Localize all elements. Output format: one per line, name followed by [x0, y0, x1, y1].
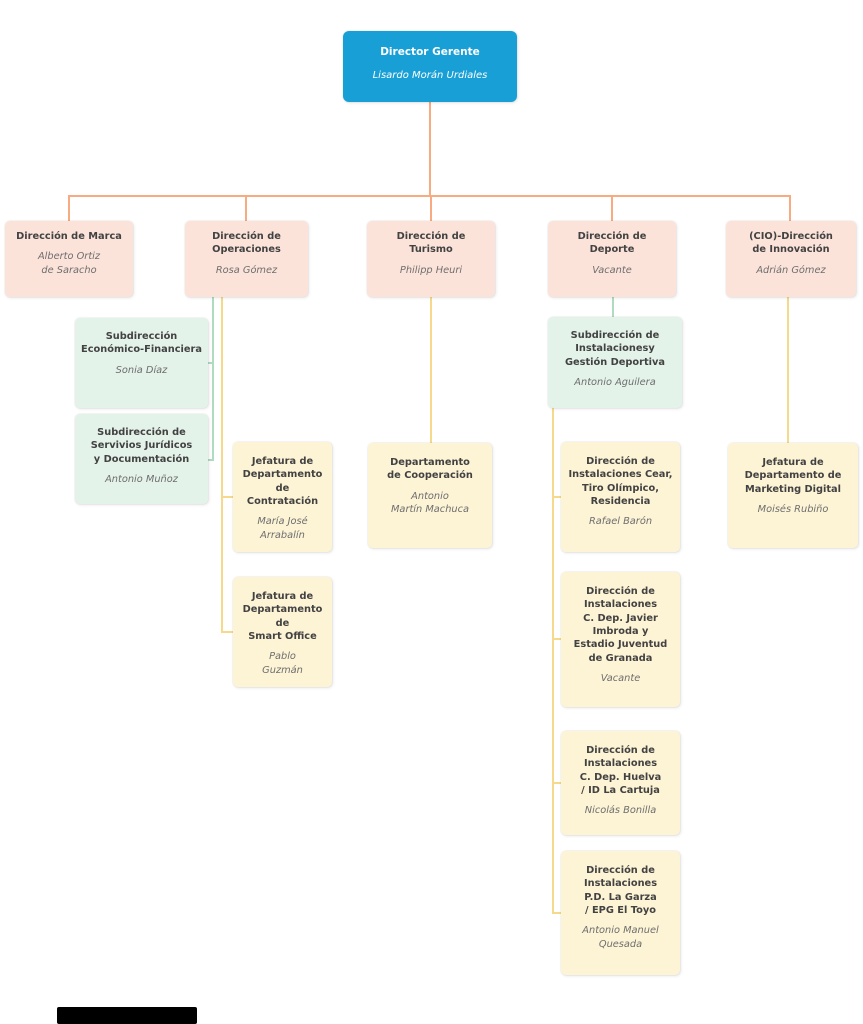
connector-stub-cear — [552, 496, 562, 498]
node-person: Moisés Rubiño — [757, 503, 829, 515]
node-title: Dirección de Turismo — [396, 231, 466, 256]
connector-drop-deporte — [611, 195, 613, 222]
org-node-instalaciones-huelva[interactable]: Dirección de Instalaciones C. Dep. Huelv… — [561, 731, 680, 835]
node-person: Antonio Muñoz — [105, 473, 178, 485]
node-person: Vacante — [592, 264, 632, 276]
node-person: Antonio Martín Machuca — [390, 490, 470, 515]
node-person: Sonia Díaz — [115, 364, 168, 376]
connector-stub-huelva — [552, 782, 562, 784]
node-person: Alberto Ortiz de Saracho — [37, 251, 101, 276]
node-title: (CIO)-Dirección de Innovación — [749, 231, 833, 256]
org-node-direccion-marca[interactable]: Dirección de Marca Alberto Ortiz de Sara… — [5, 221, 133, 297]
org-node-direccion-turismo[interactable]: Dirección de Turismo Philipp Heuri — [367, 221, 495, 297]
node-person: Philipp Heuri — [399, 264, 463, 276]
connector-drop-turismo — [430, 195, 432, 222]
node-title: Jefatura de Departamento de Smart Office — [242, 591, 323, 642]
node-person: Pablo Guzmán — [262, 651, 303, 676]
connector-operaciones-green-trunk — [212, 297, 214, 461]
org-node-director-gerente[interactable]: Director Gerente Lisardo Morán Urdiales — [343, 31, 517, 102]
node-person: Vacante — [600, 672, 641, 684]
org-node-direccion-operaciones[interactable]: Dirección de Operaciones Rosa Gómez — [185, 221, 308, 297]
org-node-jefatura-contratacion[interactable]: Jefatura de Departamento de Contratación… — [233, 442, 332, 552]
org-node-departamento-cooperacion[interactable]: Departamento de Cooperación Antonio Mart… — [368, 443, 492, 548]
org-node-subdireccion-instalaciones[interactable]: Subdirección de Instalacionesy Gestión D… — [548, 317, 682, 408]
node-title: Dirección de Instalaciones C. Dep. Huelv… — [579, 745, 662, 796]
node-title: Subdirección de Instalacionesy Gestión D… — [564, 330, 666, 368]
org-node-instalaciones-imbroda[interactable]: Dirección de Instalaciones C. Dep. Javie… — [561, 572, 680, 707]
org-node-jefatura-marketing-digital[interactable]: Jefatura de Departamento de Marketing Di… — [728, 443, 858, 548]
node-person: Antonio Aguilera — [574, 376, 656, 388]
connector-stub-sub-juridicos — [206, 459, 214, 461]
connector-stub-smartoffice — [221, 631, 233, 633]
connector-stub-garza — [552, 912, 562, 914]
node-person: Nicolás Bonilla — [584, 805, 657, 817]
connector-deporte-yellow-trunk — [552, 407, 554, 914]
connector-turismo-drop — [430, 297, 432, 443]
node-title: Departamento de Cooperación — [387, 457, 473, 482]
connector-innovacion-drop — [787, 297, 789, 443]
node-title: Dirección de Instalaciones Cear, Tiro Ol… — [568, 456, 673, 507]
connector-operaciones-yellow-trunk — [221, 297, 223, 632]
connector-deporte-green-drop — [612, 297, 614, 317]
node-person: María José Arrabalín — [257, 516, 308, 541]
org-node-direccion-innovacion[interactable]: (CIO)-Dirección de Innovación Adrián Góm… — [726, 221, 856, 297]
connector-level2-horizontal — [68, 195, 791, 197]
connector-stub-imbroda — [552, 638, 562, 640]
node-person: Rosa Gómez — [215, 264, 278, 276]
org-node-instalaciones-cear[interactable]: Dirección de Instalaciones Cear, Tiro Ol… — [561, 442, 680, 552]
node-person: Adrián Gómez — [756, 264, 826, 276]
node-title: Dirección de Marca — [16, 231, 122, 242]
org-node-direccion-deporte[interactable]: Dirección de Deporte Vacante — [548, 221, 676, 297]
node-person: Antonio Manuel Quesada — [582, 925, 659, 950]
node-person: Lisardo Morán Urdiales — [372, 70, 488, 82]
node-title: Jefatura de Departamento de Marketing Di… — [744, 457, 842, 495]
node-title: Subdirección Económico-Financiera — [81, 331, 202, 356]
node-title: Dirección de Deporte — [577, 231, 647, 256]
node-title: Dirección de Instalaciones C. Dep. Javie… — [573, 586, 668, 664]
node-person: Rafael Barón — [588, 516, 653, 528]
node-title: Dirección de Instalaciones P.D. La Garza… — [583, 865, 658, 916]
connector-stub-sub-economico — [206, 362, 214, 364]
connector-stub-contratacion — [221, 496, 233, 498]
org-node-subdireccion-servicios-juridicos[interactable]: Subdirección de Servivios Jurídicos y Do… — [75, 414, 208, 504]
connector-drop-marca — [68, 195, 70, 222]
connector-director-trunk — [429, 102, 431, 196]
node-title: Jefatura de Departamento de Contratación — [242, 456, 323, 507]
node-title: Subdirección de Servivios Jurídicos y Do… — [90, 427, 193, 465]
org-node-subdireccion-economico-financiera[interactable]: Subdirección Económico-Financiera Sonia … — [75, 318, 208, 408]
org-node-jefatura-smart-office[interactable]: Jefatura de Departamento de Smart Office… — [233, 577, 332, 687]
node-title: Dirección de Operaciones — [212, 231, 281, 256]
connector-drop-operaciones — [245, 195, 247, 222]
connector-drop-innovacion — [789, 195, 791, 222]
org-node-instalaciones-garza-toyo[interactable]: Dirección de Instalaciones P.D. La Garza… — [561, 851, 680, 975]
bottom-left-black-bar — [57, 1007, 197, 1024]
node-title: Director Gerente — [380, 46, 480, 58]
